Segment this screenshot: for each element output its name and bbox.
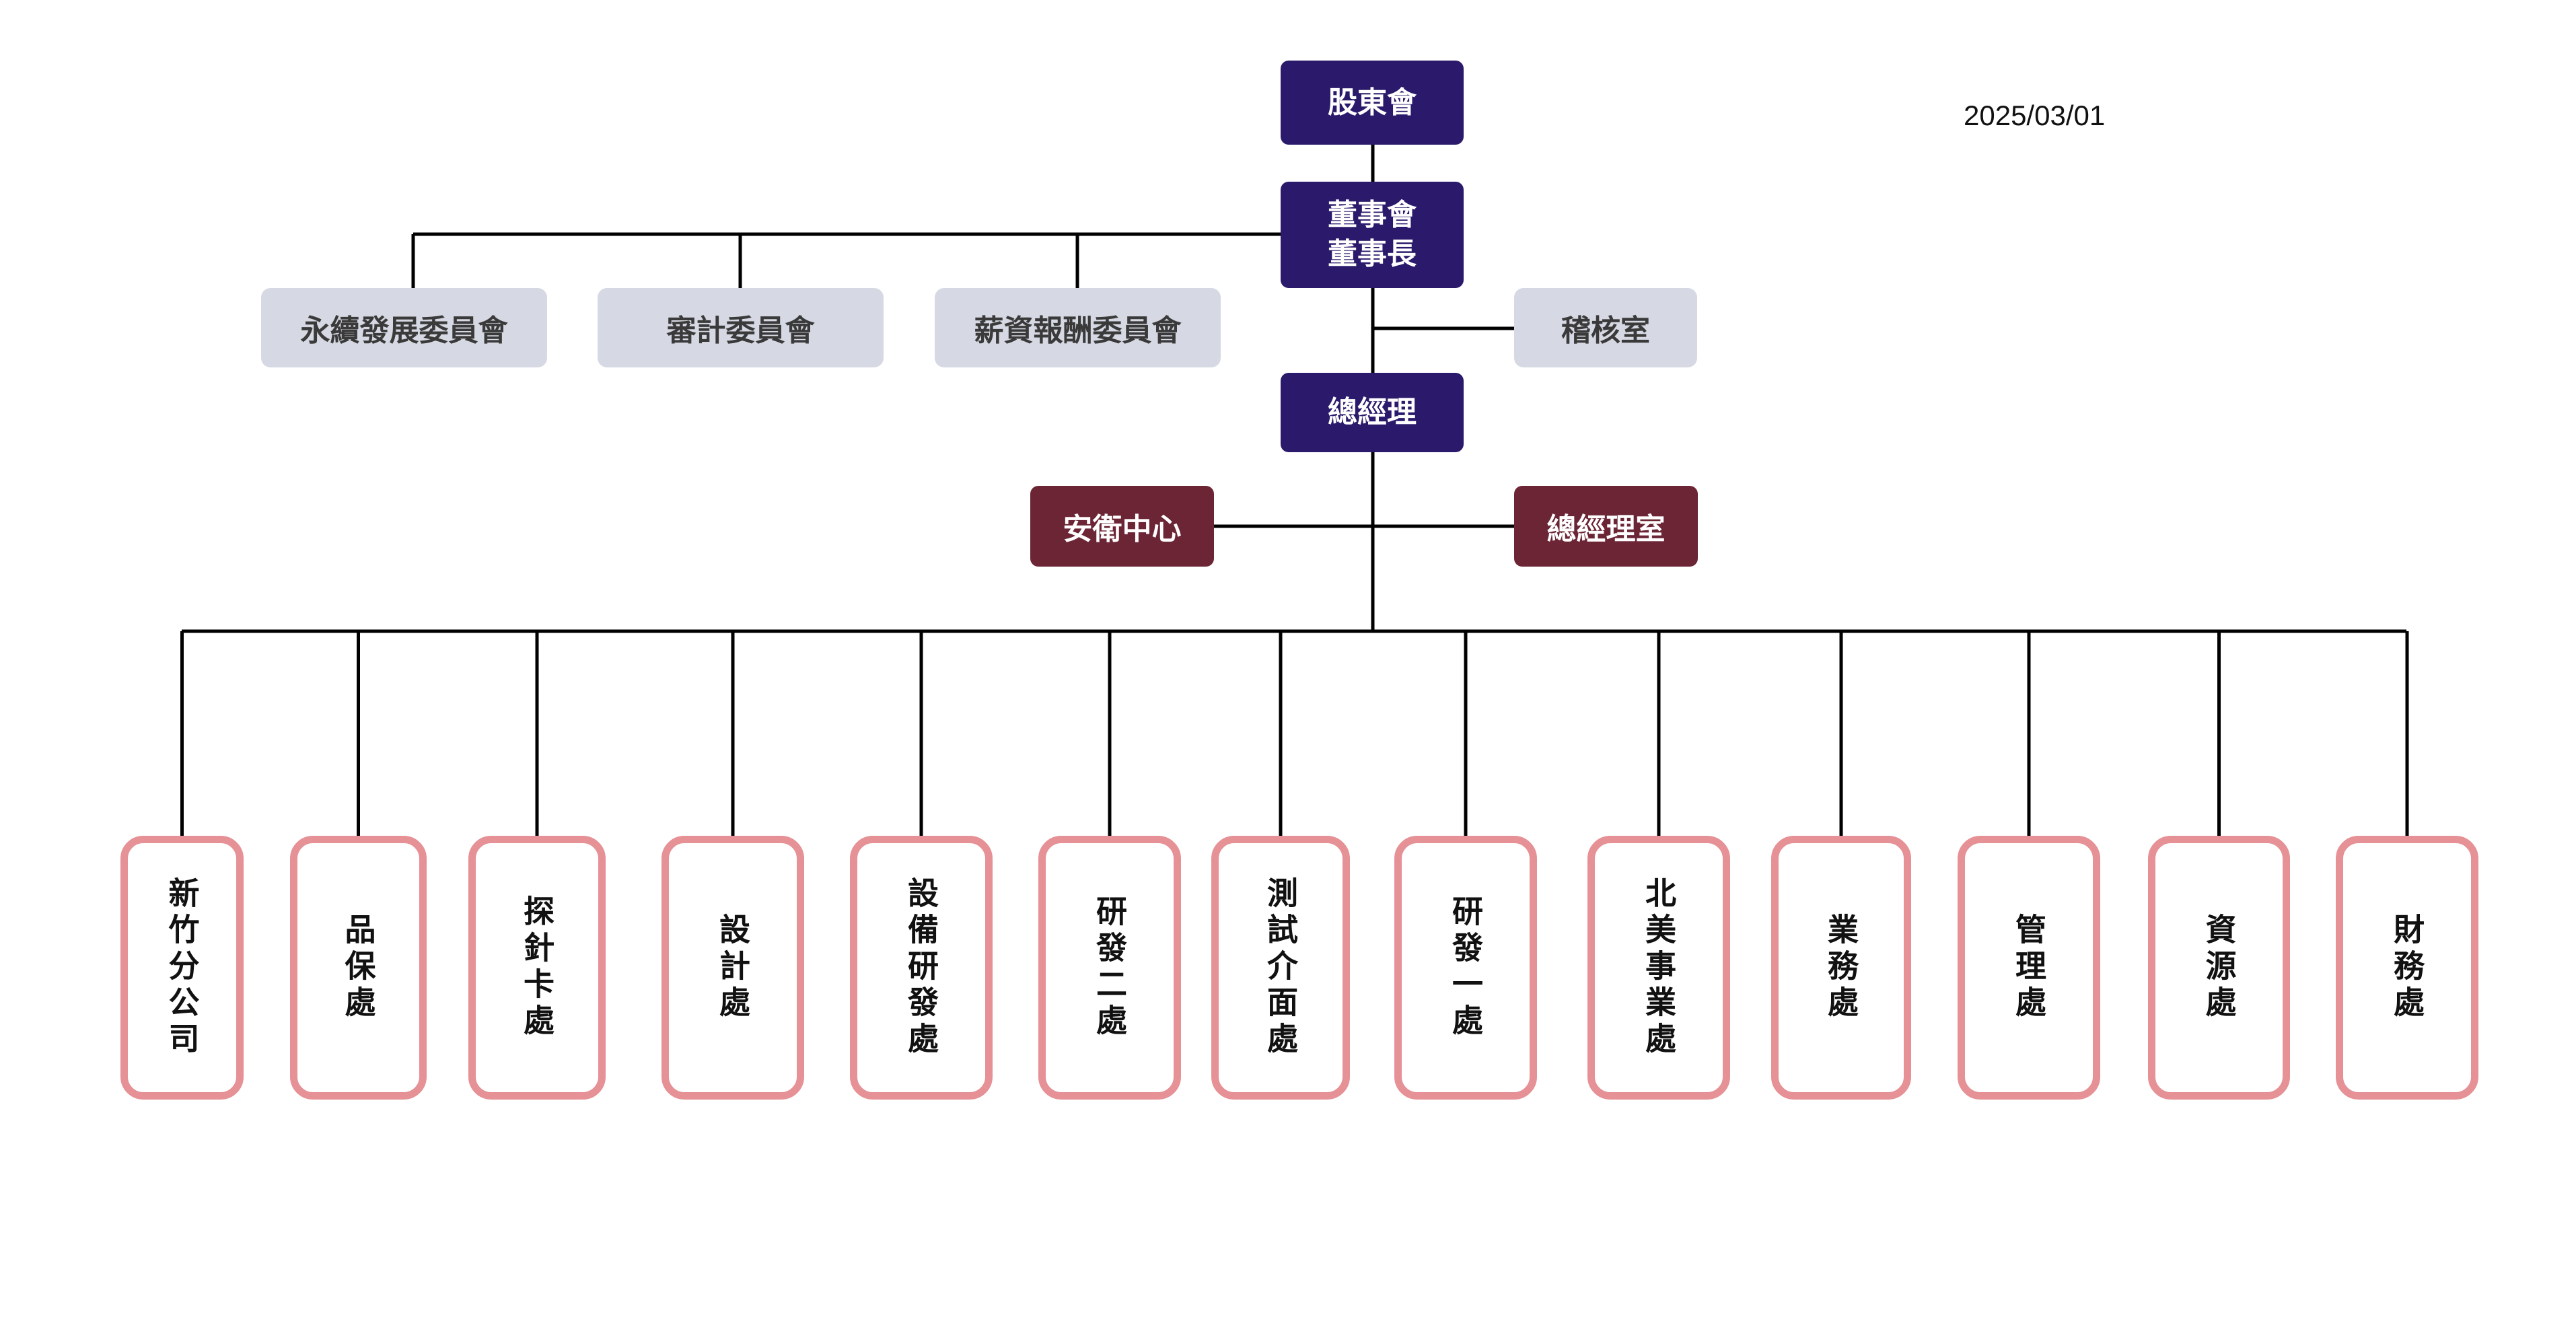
department-label: 研發一處	[1447, 895, 1484, 1040]
department-label: 財務處	[2389, 913, 2425, 1022]
audit-office-box: 稽核室	[1514, 288, 1697, 367]
ceo-office-label: 總經理室	[1546, 512, 1666, 546]
department-box: 測試介面處	[1211, 836, 1350, 1100]
department-label: 探針卡處	[519, 895, 555, 1040]
department-box: 新竹分公司	[120, 836, 244, 1100]
department-box: 研發二處	[1038, 836, 1181, 1100]
committee-remuneration: 薪資報酬委員會	[935, 288, 1221, 367]
department-box: 品保處	[290, 836, 427, 1100]
audit-office-label: 稽核室	[1561, 314, 1650, 348]
department-label: 品保處	[340, 913, 377, 1022]
shareholders-box: 股東會	[1281, 61, 1464, 145]
department-label: 測試介面處	[1262, 877, 1299, 1059]
department-box: 北美事業處	[1587, 836, 1730, 1100]
department-label: 新竹分公司	[164, 877, 201, 1059]
department-label: 資源處	[2201, 913, 2238, 1022]
board-label: 董事會	[1328, 198, 1417, 232]
committee-label: 永續發展委員會	[300, 314, 508, 348]
ceo-label: 總經理	[1328, 395, 1417, 429]
department-label: 設備研發處	[903, 877, 939, 1059]
committee-audit: 審計委員會	[598, 288, 884, 367]
department-box: 管理處	[1958, 836, 2100, 1100]
department-label: 設計處	[715, 913, 751, 1022]
department-box: 資源處	[2148, 836, 2290, 1100]
department-box: 探針卡處	[468, 836, 606, 1100]
department-box: 財務處	[2336, 836, 2478, 1100]
department-box: 研發一處	[1394, 836, 1537, 1100]
shareholders-label: 股東會	[1328, 85, 1417, 120]
department-label: 北美事業處	[1641, 877, 1677, 1059]
chairman-label: 董事長	[1328, 237, 1417, 271]
safety-center-box: 安衛中心	[1030, 486, 1214, 567]
chart-date: 2025/03/01	[1964, 100, 2106, 131]
department-box: 設計處	[661, 836, 804, 1100]
committee-sustainability: 永續發展委員會	[261, 288, 547, 367]
department-label: 管理處	[2011, 913, 2047, 1022]
department-label: 研發二處	[1092, 895, 1128, 1040]
committee-label: 薪資報酬委員會	[974, 314, 1182, 348]
department-label: 業務處	[1823, 913, 1859, 1022]
department-box: 設備研發處	[850, 836, 993, 1100]
department-box: 業務處	[1771, 836, 1911, 1100]
committee-label: 審計委員會	[666, 314, 815, 348]
safety-center-label: 安衛中心	[1063, 512, 1182, 546]
ceo-office-box: 總經理室	[1514, 486, 1698, 567]
ceo-box: 總經理	[1281, 373, 1464, 452]
board-box: 董事會 董事長	[1281, 182, 1464, 288]
